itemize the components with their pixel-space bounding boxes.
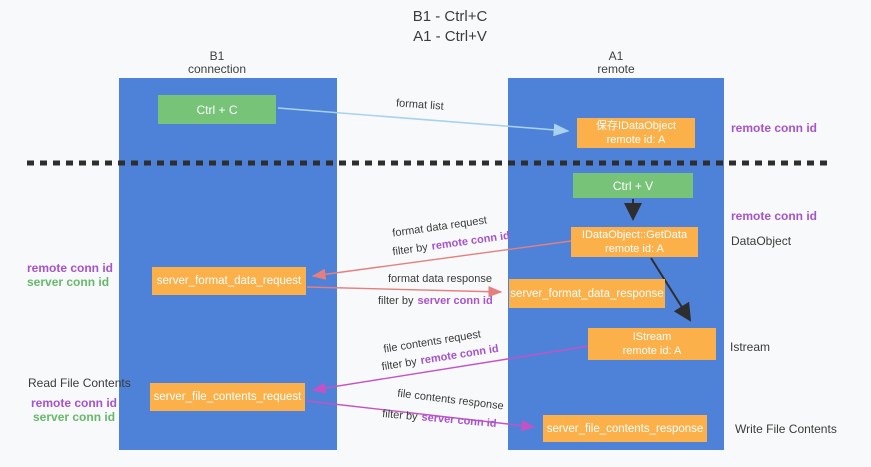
filter-by-text: filter by: [381, 408, 419, 424]
istream-box: IStream remote id: A: [588, 328, 716, 360]
istream-line2: remote id: A: [622, 345, 682, 357]
filter-by-text: filter by: [391, 241, 429, 259]
server-format-data-request-box: server_format_data_request: [152, 267, 306, 295]
save-idataobject-line1: 保存IDataObject: [595, 120, 677, 132]
idataobject-getdata-box: IDataObject::GetData remote id: A: [571, 227, 698, 257]
right-remote-conn-id-label-2: remote conn id: [731, 209, 818, 223]
diagram-title: B1 - Ctrl+C A1 - Ctrl+V: [369, 7, 531, 47]
server-file-contents-response-box: server_file_contents_response: [543, 415, 707, 442]
ctrl-v-box: Ctrl + V: [573, 173, 693, 198]
left-server-conn-id-label-2: server conn id: [33, 410, 116, 424]
format-list-label: format list: [396, 97, 444, 112]
lane-header-a1: A1 remote: [556, 50, 676, 76]
format-data-response-text: format data response: [388, 273, 492, 285]
left-remote-conn-id-label: remote conn id: [27, 261, 114, 275]
right-remote-conn-id-label-1: remote conn id: [731, 121, 818, 135]
server-conn-id-text: server conn id: [417, 295, 493, 307]
read-file-contents-label: Read File Contents: [28, 376, 131, 390]
file-contents-response-text: file contents response: [396, 387, 505, 413]
save-idataobject-line2: remote id: A: [606, 134, 666, 146]
save-idataobject-box: 保存IDataObject remote id: A: [577, 118, 695, 148]
server-file-contents-request-label: server_file_contents_request: [153, 391, 302, 403]
left-remote-conn-id-label-2: remote conn id: [31, 396, 118, 410]
filter-by-text: filter by: [378, 295, 414, 307]
server-format-data-response-label: server_format_data_response: [510, 287, 664, 300]
format-data-response-label: format data response: [388, 273, 492, 285]
file-contents-response-label: file contents response: [397, 388, 505, 413]
left-server-conn-id-label: server conn id: [27, 275, 110, 289]
ctrl-c-box: Ctrl + C: [158, 95, 276, 124]
remote-conn-id-text: remote conn id: [430, 229, 511, 253]
server-format-data-request-label: server_format_data_request: [156, 275, 302, 287]
lane-b1-subtitle: connection: [187, 62, 247, 76]
server-format-data-response-box: server_format_data_response: [509, 279, 665, 308]
lane-a1-subtitle: remote: [597, 62, 635, 76]
lane-a1-title: A1: [608, 49, 624, 63]
server-file-contents-request-box: server_file_contents_request: [150, 383, 305, 411]
write-file-contents-label: Write File Contents: [735, 422, 837, 436]
server-file-contents-response-label: server_file_contents_response: [546, 422, 704, 435]
idataobject-getdata-line2: remote id: A: [605, 243, 664, 255]
istream-line1: IStream: [632, 331, 672, 343]
diagram-title-line2: A1 - Ctrl+V: [413, 28, 487, 45]
lane-b1-title: B1: [209, 49, 225, 63]
diagram-title-line1: B1 - Ctrl+C: [412, 8, 488, 25]
server-conn-id-text: server conn id: [421, 411, 497, 430]
format-list-text: format list: [395, 97, 445, 113]
idataobject-getdata-line1: IDataObject::GetData: [581, 229, 688, 241]
lane-header-b1: B1 connection: [157, 50, 277, 76]
filter-by-text: filter by: [380, 355, 418, 374]
istream-side-label: Istream: [730, 340, 771, 354]
dataobject-label: DataObject: [731, 234, 792, 248]
ctrl-c-label: Ctrl + C: [196, 102, 238, 117]
ctrl-v-label: Ctrl + V: [612, 178, 654, 193]
